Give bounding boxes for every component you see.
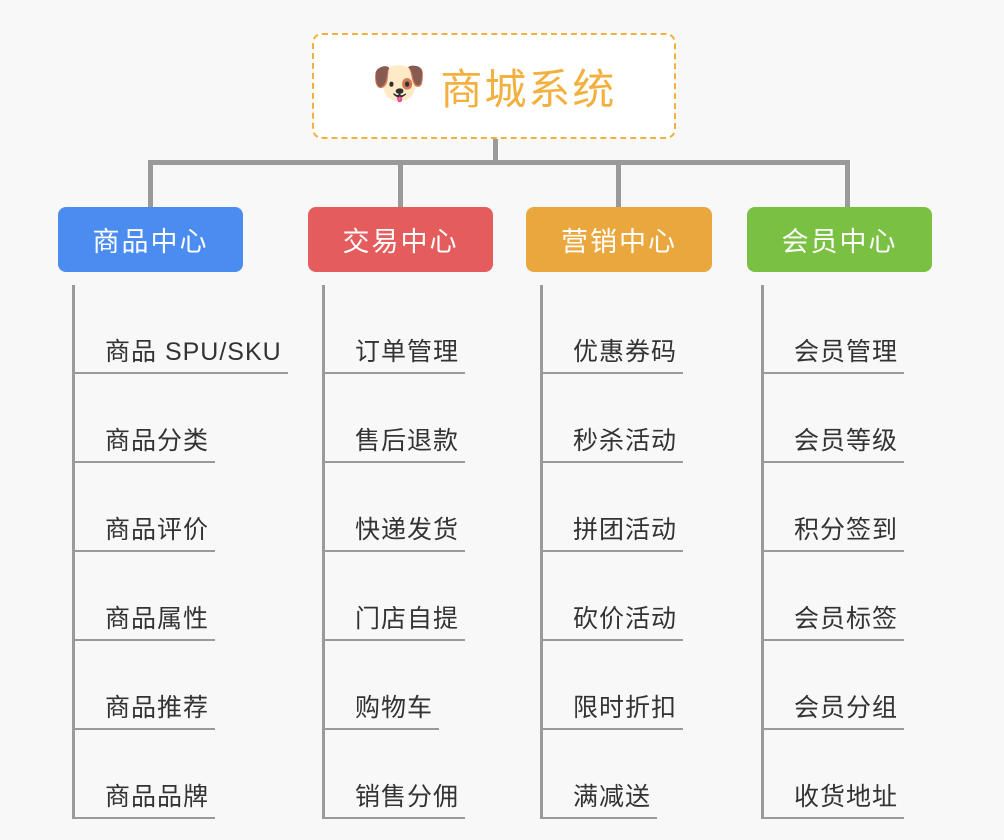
list-item[interactable]: 商品 SPU/SKU bbox=[75, 285, 288, 374]
leaf-label: 限时折扣 bbox=[573, 694, 678, 722]
leaf-label: 会员管理 bbox=[794, 338, 899, 366]
leaf-label: 砍价活动 bbox=[573, 605, 678, 633]
branch-items-3: 优惠券码 秒杀活动 拼团活动 砍价活动 限时折扣 满减送 bbox=[540, 285, 722, 819]
leaf-underline bbox=[543, 817, 657, 819]
list-item[interactable]: 售后退款 bbox=[325, 374, 504, 463]
connector-drop-4 bbox=[845, 160, 850, 207]
list-item[interactable]: 优惠券码 bbox=[543, 285, 722, 374]
branch-header-label-3: 营销中心 bbox=[561, 227, 677, 257]
branch-header-label-1: 商品中心 bbox=[92, 227, 209, 257]
list-item[interactable]: 商品评价 bbox=[75, 463, 278, 552]
list-item[interactable]: 会员管理 bbox=[764, 285, 943, 374]
leaf-label: 售后退款 bbox=[355, 427, 460, 455]
list-item[interactable]: 限时折扣 bbox=[543, 641, 722, 730]
leaf-label: 收货地址 bbox=[794, 783, 899, 811]
leaf-label: 满减送 bbox=[573, 783, 652, 811]
branch-column-4: 会员中心 会员管理 会员等级 积分签到 会员标签 会员分组 bbox=[747, 207, 943, 819]
branch-header-1[interactable]: 商品中心 bbox=[58, 207, 243, 272]
leaf-underline bbox=[75, 461, 215, 463]
leaf-underline bbox=[75, 372, 288, 374]
leaf-underline bbox=[543, 550, 683, 552]
connector-horizontal-bus bbox=[148, 160, 850, 165]
branch-column-3: 营销中心 优惠券码 秒杀活动 拼团活动 砍价活动 限时折扣 bbox=[526, 207, 722, 819]
leaf-underline bbox=[764, 461, 904, 463]
branch-column-1: 商品中心 商品 SPU/SKU 商品分类 商品评价 商品属性 商品推荐 bbox=[58, 207, 288, 819]
leaf-label: 积分签到 bbox=[794, 516, 899, 544]
leaf-underline bbox=[543, 728, 683, 730]
leaf-label: 商品分类 bbox=[105, 427, 210, 455]
leaf-underline bbox=[325, 372, 465, 374]
leaf-underline bbox=[75, 550, 215, 552]
leaf-underline bbox=[764, 550, 904, 552]
branch-header-3[interactable]: 营销中心 bbox=[526, 207, 712, 272]
leaf-label: 销售分佣 bbox=[355, 783, 460, 811]
connector-root-stem bbox=[493, 139, 498, 163]
branch-items-1: 商品 SPU/SKU 商品分类 商品评价 商品属性 商品推荐 商品品牌 bbox=[72, 285, 288, 819]
leaf-underline bbox=[764, 728, 904, 730]
leaf-label: 会员标签 bbox=[794, 605, 899, 633]
list-item[interactable]: 满减送 bbox=[543, 730, 722, 819]
connector-drop-1 bbox=[148, 160, 153, 207]
branch-items-2: 订单管理 售后退款 快递发货 门店自提 购物车 销售分佣 bbox=[322, 285, 504, 819]
leaf-label: 快递发货 bbox=[355, 516, 460, 544]
leaf-label: 商品属性 bbox=[105, 605, 210, 633]
leaf-label: 优惠券码 bbox=[573, 338, 678, 366]
list-item[interactable]: 秒杀活动 bbox=[543, 374, 722, 463]
leaf-label: 拼团活动 bbox=[573, 516, 678, 544]
leaf-underline bbox=[75, 639, 215, 641]
leaf-underline bbox=[325, 639, 465, 641]
leaf-underline bbox=[325, 550, 465, 552]
leaf-underline bbox=[764, 639, 904, 641]
list-item[interactable]: 商品分类 bbox=[75, 374, 278, 463]
branch-header-4[interactable]: 会员中心 bbox=[747, 207, 932, 272]
branch-header-label-4: 会员中心 bbox=[781, 227, 898, 257]
list-item[interactable]: 会员等级 bbox=[764, 374, 943, 463]
connector-drop-3 bbox=[616, 160, 621, 207]
leaf-label: 秒杀活动 bbox=[573, 427, 678, 455]
branch-items-4: 会员管理 会员等级 积分签到 会员标签 会员分组 收货地址 bbox=[761, 285, 943, 819]
list-item[interactable]: 积分签到 bbox=[764, 463, 943, 552]
leaf-underline bbox=[764, 372, 904, 374]
leaf-underline bbox=[325, 461, 465, 463]
list-item[interactable]: 砍价活动 bbox=[543, 552, 722, 641]
list-item[interactable]: 商品推荐 bbox=[75, 641, 278, 730]
branch-header-label-2: 交易中心 bbox=[342, 227, 459, 257]
shiba-inu-dog-face-icon: 🐶 bbox=[371, 59, 427, 108]
root-node[interactable]: 🐶 商城系统 bbox=[312, 33, 676, 139]
leaf-underline bbox=[543, 372, 683, 374]
list-item[interactable]: 快递发货 bbox=[325, 463, 504, 552]
root-title: 商城系统 bbox=[440, 65, 617, 113]
leaf-underline bbox=[543, 639, 683, 641]
list-item[interactable]: 拼团活动 bbox=[543, 463, 722, 552]
leaf-label: 商品评价 bbox=[105, 516, 210, 544]
leaf-label: 商品品牌 bbox=[105, 783, 210, 811]
leaf-label: 门店自提 bbox=[355, 605, 460, 633]
leaf-underline bbox=[764, 817, 904, 819]
leaf-underline bbox=[325, 728, 439, 730]
list-item[interactable]: 订单管理 bbox=[325, 285, 504, 374]
list-item[interactable]: 购物车 bbox=[325, 641, 504, 730]
connector-drop-2 bbox=[398, 160, 403, 207]
leaf-label: 会员等级 bbox=[794, 427, 899, 455]
leaf-label: 商品 SPU/SKU bbox=[105, 338, 282, 366]
leaf-label: 会员分组 bbox=[794, 694, 899, 722]
leaf-label: 订单管理 bbox=[355, 338, 460, 366]
list-item[interactable]: 销售分佣 bbox=[325, 730, 504, 819]
leaf-underline bbox=[75, 728, 215, 730]
leaf-label: 购物车 bbox=[355, 694, 434, 722]
list-item[interactable]: 商品品牌 bbox=[75, 730, 278, 819]
leaf-label: 商品推荐 bbox=[105, 694, 210, 722]
branch-column-2: 交易中心 订单管理 售后退款 快递发货 门店自提 购物车 bbox=[308, 207, 504, 819]
list-item[interactable]: 商品属性 bbox=[75, 552, 278, 641]
branch-header-2[interactable]: 交易中心 bbox=[308, 207, 493, 272]
leaf-underline bbox=[325, 817, 465, 819]
list-item[interactable]: 会员标签 bbox=[764, 552, 943, 641]
list-item[interactable]: 门店自提 bbox=[325, 552, 504, 641]
leaf-underline bbox=[543, 461, 683, 463]
list-item[interactable]: 会员分组 bbox=[764, 641, 943, 730]
list-item[interactable]: 收货地址 bbox=[764, 730, 943, 819]
leaf-underline bbox=[75, 817, 215, 819]
